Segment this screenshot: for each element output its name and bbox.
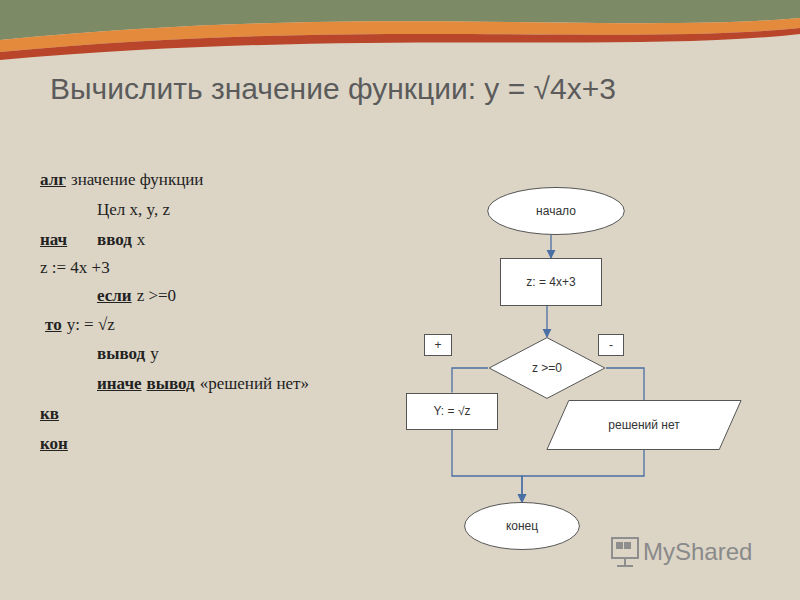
flow-connector	[452, 368, 488, 393]
decision-diamond: z >=0	[488, 337, 606, 399]
branch-mark: -	[598, 334, 624, 356]
pseudocode-text: z >=0	[137, 286, 176, 306]
process-box: Y: = √z	[406, 393, 498, 430]
pseudocode-text: ввод	[97, 230, 132, 250]
branch-mark: +	[424, 334, 452, 356]
node-text: +	[434, 338, 441, 352]
pseudocode-text: z := 4x +3	[40, 258, 110, 278]
watermark: MyShared	[643, 538, 752, 566]
pseudocode-text: x	[137, 230, 146, 250]
pseudocode-text: значение функции	[71, 170, 204, 190]
watermark-icon	[612, 538, 638, 566]
process-box: z: = 4x+3	[500, 258, 602, 306]
pseudocode-text: если	[97, 286, 132, 306]
flow-connector	[550, 235, 551, 258]
pseudocode-text: y: = √z	[67, 315, 115, 335]
flow-connector	[546, 306, 547, 337]
node-text: конец	[506, 519, 538, 533]
pseudocode-text: нач	[40, 230, 67, 250]
top-band-red	[0, 28, 800, 60]
output-parallelogram: решений нет	[545, 400, 743, 450]
start-terminal: начало	[487, 187, 625, 235]
para-path	[547, 401, 741, 450]
node-text: z >=0	[532, 361, 562, 375]
node-text: Y: = √z	[434, 404, 471, 418]
pseudocode-text: кон	[40, 434, 68, 454]
slide-title: Вычислить значение функции: y = √4x+3	[50, 72, 616, 106]
flow-connector	[606, 368, 644, 400]
flow-connector	[522, 450, 644, 502]
ellipse-path	[488, 187, 625, 234]
pseudocode-text: алг	[40, 170, 66, 190]
pseudocode-text: y	[150, 344, 159, 364]
pseudocode-text: кв	[40, 404, 59, 424]
pseudocode-text: вывод	[147, 374, 195, 394]
node-text: -	[609, 338, 613, 352]
node-text: начало	[536, 204, 576, 218]
flow-connector	[452, 430, 522, 503]
diamond-path	[489, 338, 605, 399]
pseudocode-text: то	[45, 315, 62, 335]
pseudocode-text: иначе	[97, 374, 142, 394]
pseudocode-text: «решений нет»	[200, 374, 309, 394]
node-text: решений нет	[608, 418, 679, 432]
node-text: z: = 4x+3	[526, 275, 575, 289]
ellipse-path	[465, 502, 580, 549]
end-terminal: конец	[464, 502, 580, 550]
pseudocode-text: вывод	[97, 344, 145, 364]
pseudocode-text: Цел x, y, z	[97, 200, 170, 220]
